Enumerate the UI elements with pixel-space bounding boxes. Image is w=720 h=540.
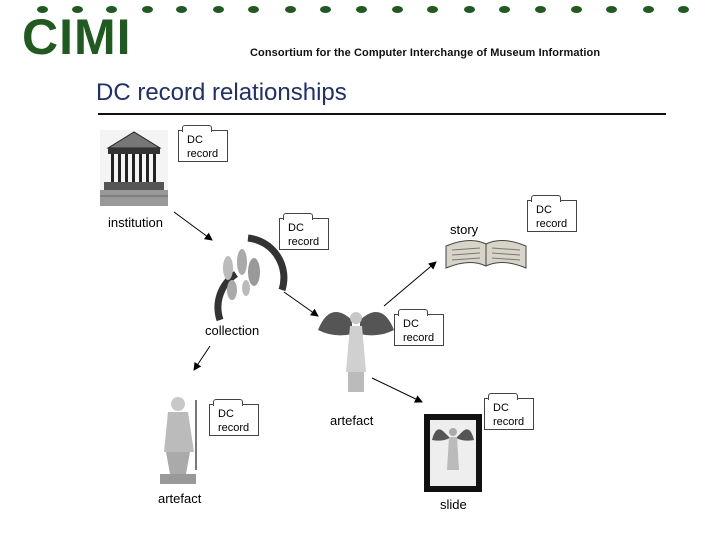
winged-statue-icon (318, 312, 394, 392)
cimi-logo: CIMI (22, 9, 132, 65)
label-institution: institution (108, 215, 163, 230)
arrow-artefact-story (383, 261, 437, 307)
label-slide: slide (440, 497, 467, 512)
label-story: story (450, 222, 479, 237)
arrow-collection-artefact (283, 291, 319, 317)
open-book-icon (445, 240, 527, 269)
consortium-tagline: Consortium for the Computer Interchange … (250, 47, 601, 59)
arrow-institution-collection (173, 211, 213, 241)
knight-statue-icon (160, 397, 197, 484)
slide-title: DC record relationships (96, 79, 347, 106)
title-rule (98, 113, 666, 115)
arrow-collection-artefact-left (193, 345, 211, 371)
arrow-artefact-slide (371, 377, 423, 403)
label-artefact-left: artefact (158, 491, 202, 506)
statue-group-icon (214, 234, 288, 322)
label-collection: collection (205, 323, 260, 338)
slide-frame-icon (424, 414, 482, 492)
label-artefact-center: artefact (330, 413, 374, 428)
building-icon (100, 130, 168, 206)
